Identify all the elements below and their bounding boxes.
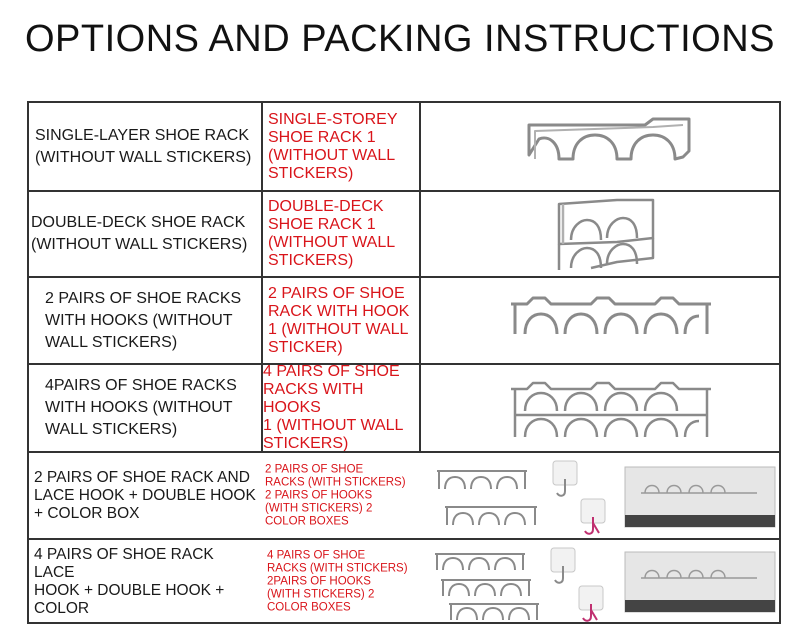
table-row: 4 PAIRS OF SHOE RACK LACE HOOK + DOUBLE …	[29, 538, 779, 624]
option-label-cell: DOUBLE-DECK SHOE RACK 1 (WITHOUT WALL ST…	[261, 192, 419, 276]
option-label: DOUBLE-DECK SHOE RACK 1 (WITHOUT WALL ST…	[268, 198, 396, 269]
option-image-cell	[419, 103, 779, 190]
option-name-cell: SINGLE-LAYER SHOE RACK (WITHOUT WALL STI…	[29, 103, 261, 190]
table-row: DOUBLE-DECK SHOE RACK (WITHOUT WALL STIC…	[29, 190, 779, 276]
single-layer-rack-icon	[527, 117, 691, 161]
double-deck-rack-icon	[557, 198, 655, 270]
option-image-cell	[419, 278, 779, 363]
option-name: 4PAIRS OF SHOE RACKS WITH HOOKS (WITHOUT…	[45, 377, 237, 438]
two-pairs-kit-icon	[437, 460, 776, 535]
table-row: 2 PAIRS OF SHOE RACKS WITH HOOKS (WITHOU…	[29, 276, 779, 363]
option-name: SINGLE-LAYER SHOE RACK (WITHOUT WALL STI…	[35, 126, 252, 166]
option-name-cell: 4 PAIRS OF SHOE RACK LACE HOOK + DOUBLE …	[29, 540, 261, 624]
option-image-cell	[419, 192, 779, 276]
option-name: DOUBLE-DECK SHOE RACK (WITHOUT WALL STIC…	[31, 214, 248, 253]
table-row: SINGLE-LAYER SHOE RACK (WITHOUT WALL STI…	[29, 103, 779, 190]
option-name: 4 PAIRS OF SHOE RACK LACE HOOK + DOUBLE …	[34, 546, 225, 617]
option-name-cell: 4PAIRS OF SHOE RACKS WITH HOOKS (WITHOUT…	[29, 365, 261, 451]
four-pairs-kit-icon	[435, 547, 776, 622]
two-pairs-rack-icon	[511, 296, 711, 335]
option-name-cell: DOUBLE-DECK SHOE RACK (WITHOUT WALL STIC…	[29, 192, 261, 276]
option-image-cell	[419, 540, 779, 624]
table-row: 4PAIRS OF SHOE RACKS WITH HOOKS (WITHOUT…	[29, 363, 779, 452]
option-name-cell: 2 PAIRS OF SHOE RACKS WITH HOOKS (WITHOU…	[29, 278, 261, 363]
option-image-cell	[419, 453, 779, 538]
page-title: OPTIONS AND PACKING INSTRUCTIONS	[24, 18, 776, 60]
option-name: 2 PAIRS OF SHOE RACK AND LACE HOOK + DOU…	[34, 468, 256, 522]
option-name: 2 PAIRS OF SHOE RACKS WITH HOOKS (WITHOU…	[45, 289, 242, 351]
options-table: SINGLE-LAYER SHOE RACK (WITHOUT WALL STI…	[27, 101, 781, 624]
option-name-cell: 2 PAIRS OF SHOE RACK AND LACE HOOK + DOU…	[29, 453, 261, 538]
table-row: 2 PAIRS OF SHOE RACK AND LACE HOOK + DOU…	[29, 451, 779, 538]
four-pairs-rack-icon	[511, 381, 711, 438]
option-image-cell	[419, 365, 779, 451]
